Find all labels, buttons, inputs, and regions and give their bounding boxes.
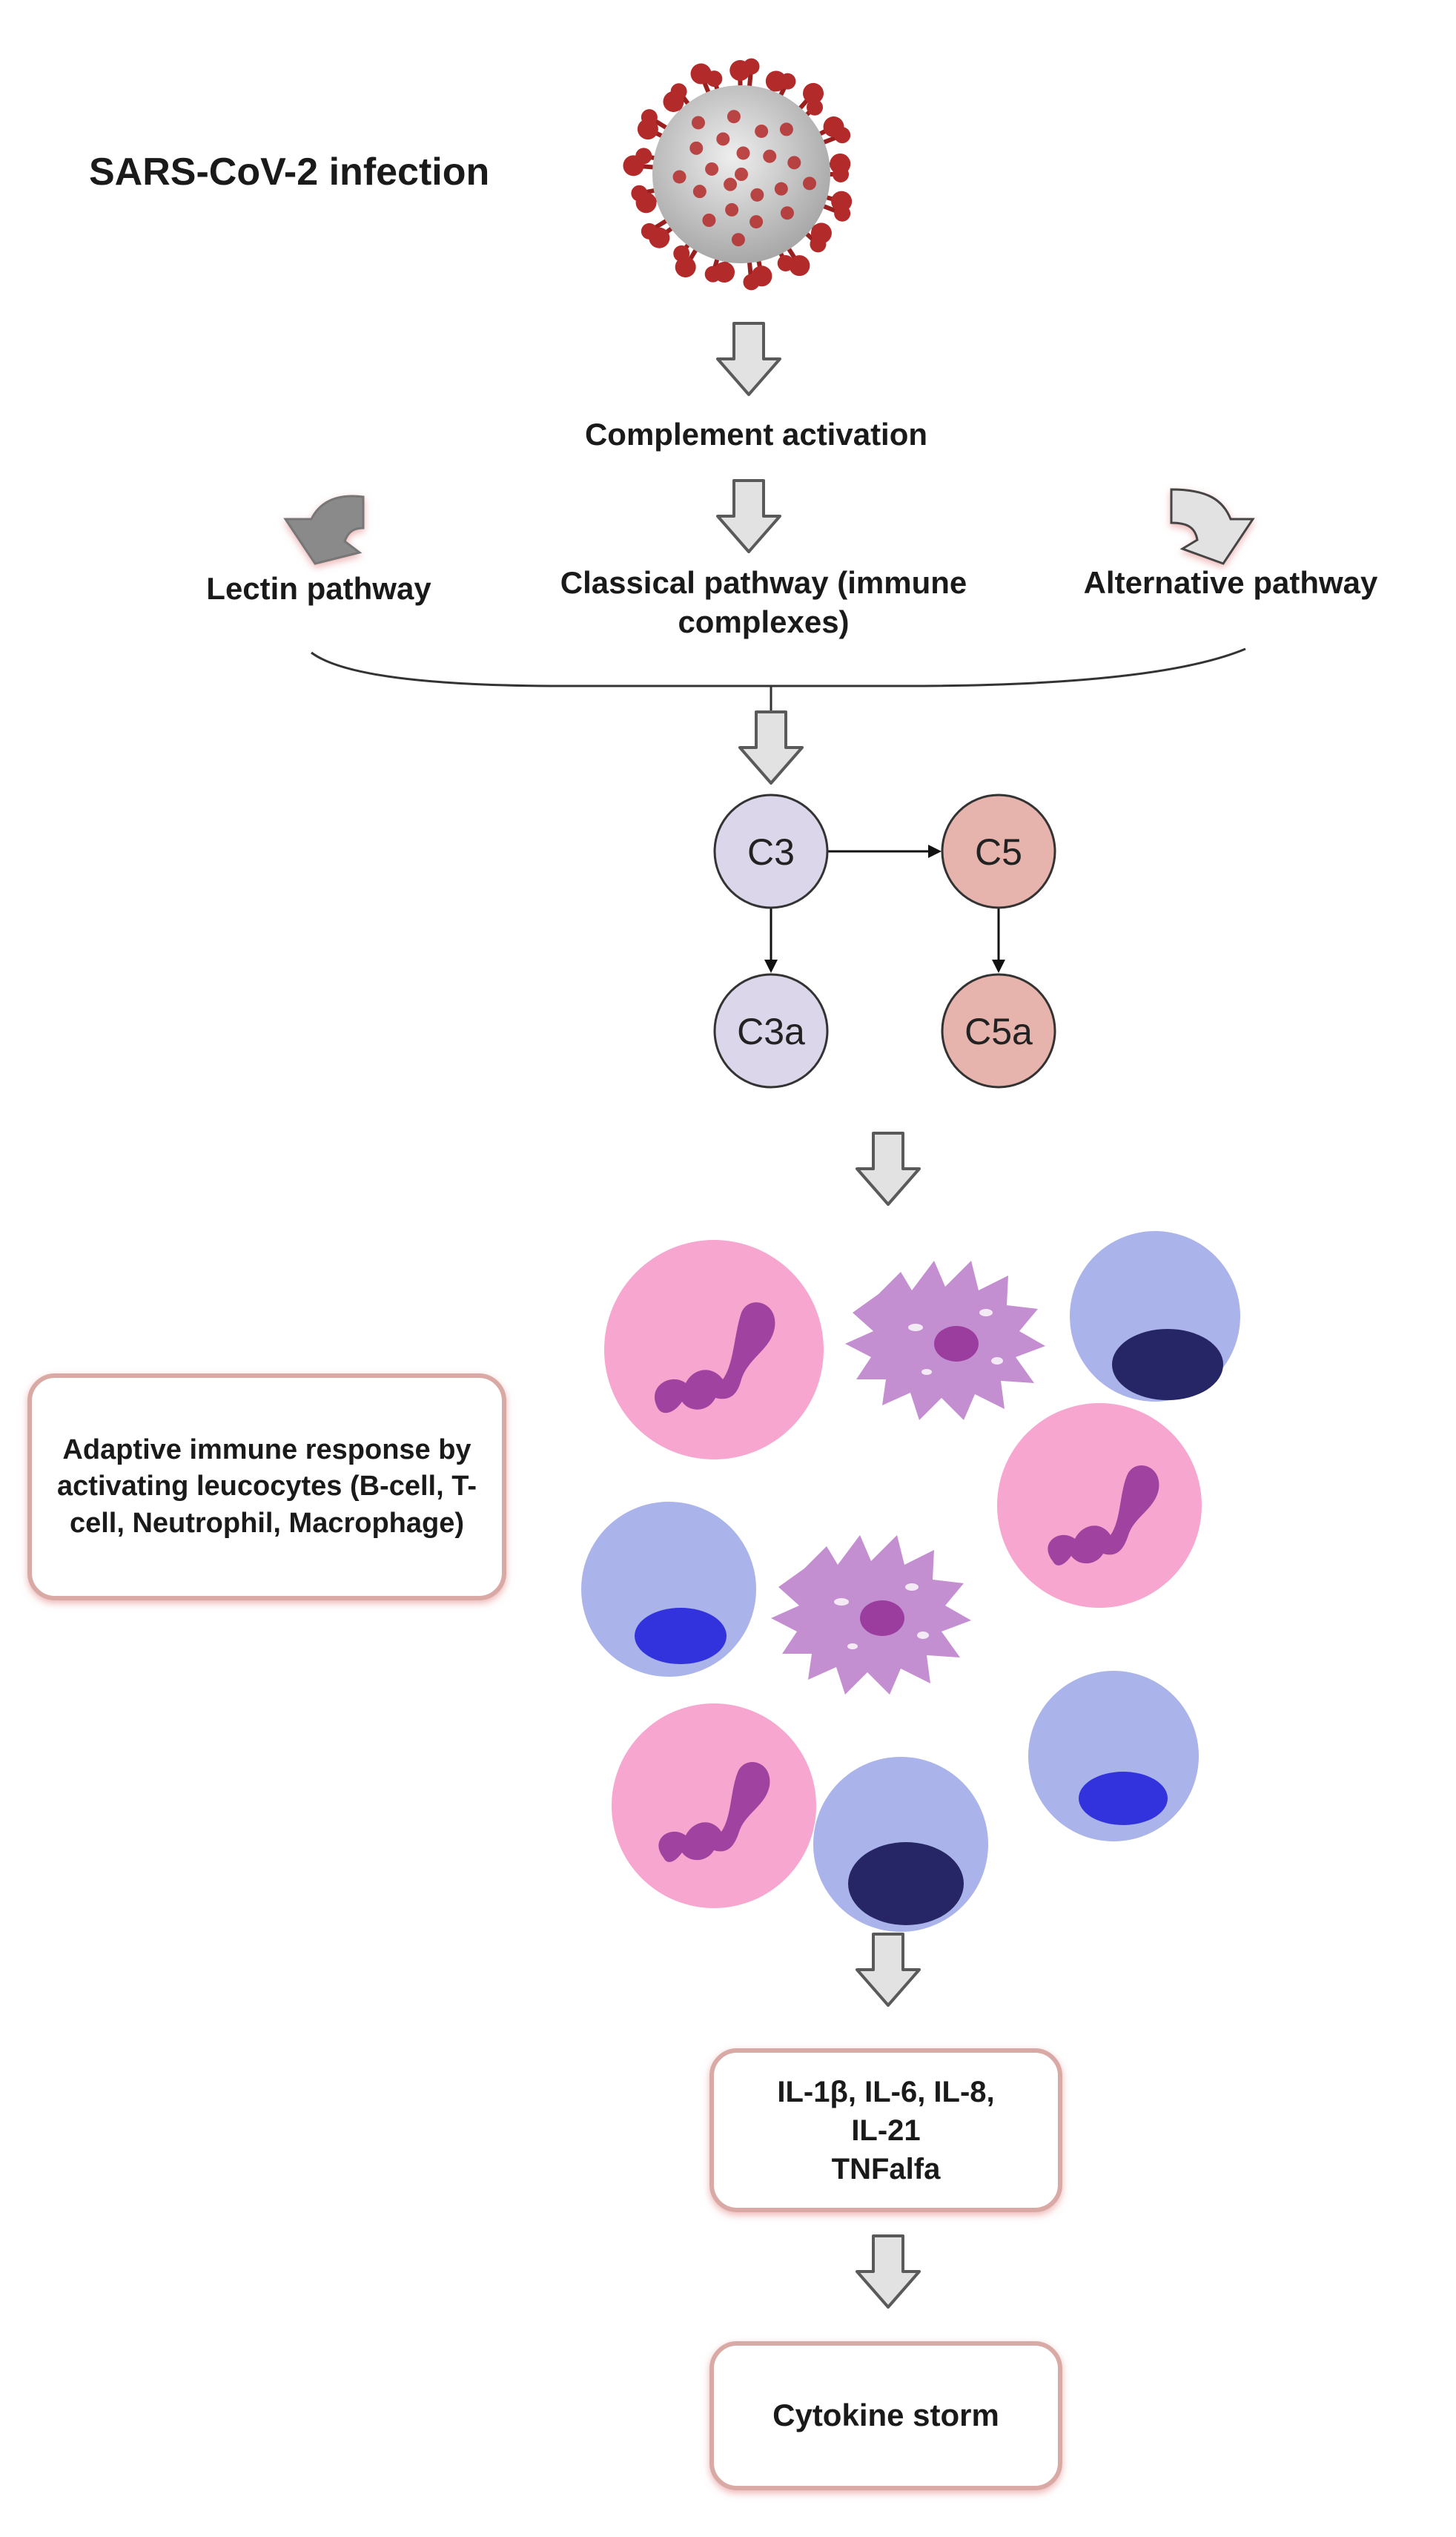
virus-surface-protein — [705, 162, 719, 176]
cytokines-box — [709, 2048, 1062, 2212]
virus-surface-protein — [689, 141, 704, 155]
arrow-to-complement — [716, 322, 781, 396]
virus-spike-head — [670, 83, 687, 100]
leucocytes-illustration — [581, 1231, 1240, 1932]
alternative-pathway-label: Alternative pathway — [1083, 565, 1378, 600]
lectin-pathway-arrow — [283, 495, 365, 565]
virus-spike-head — [706, 70, 723, 88]
lectin-pathway-label: Lectin pathway — [206, 571, 431, 606]
alternative-pathway-arrow — [1170, 488, 1255, 565]
virus-surface-protein — [727, 110, 741, 124]
node-c3: C3 — [713, 794, 829, 909]
edge-c3-c5-head — [928, 845, 942, 858]
edge-c5-c5a-head — [992, 960, 1005, 973]
virus-spike-head — [803, 82, 824, 104]
cytokines-line-2: IL-21 — [851, 2114, 921, 2147]
virus-spike-head — [635, 148, 652, 165]
virus-surface-protein — [802, 176, 816, 191]
virus-surface-protein — [736, 146, 750, 160]
virus-spike-head — [675, 257, 696, 278]
arrow-to-storm — [856, 2234, 921, 2309]
virus-spike-head — [641, 222, 658, 240]
virus-illustration — [623, 58, 853, 291]
lymphocyte-cell — [813, 1757, 988, 1932]
diagram-title: SARS-CoV-2 infection — [89, 151, 490, 194]
virus-spike-head — [807, 99, 824, 116]
virus-spike-head — [673, 245, 690, 262]
virus-spike-head — [834, 205, 851, 222]
cytokines-line-1: IL-1β, IL-6, IL-8, — [777, 2075, 995, 2108]
virus-surface-protein — [716, 132, 730, 146]
virus-surface-protein — [774, 182, 788, 196]
cytokines-line-3: TNFalfa — [831, 2152, 941, 2185]
macrophage-cell — [771, 1535, 971, 1695]
node-c3-label: C3 — [747, 831, 795, 873]
arrow-to-c3 — [738, 710, 804, 785]
cytokine-storm-box — [709, 2341, 1062, 2490]
adaptive-response-text: Adaptive immune response by activating l… — [57, 1434, 477, 1539]
arrow-to-cytokines — [856, 1933, 921, 2007]
virus-spike-head — [641, 109, 658, 126]
neutrophil-cell — [604, 1240, 824, 1459]
virus-surface-protein — [702, 213, 716, 227]
node-c5a: C5a — [941, 973, 1056, 1089]
virus-spike-head — [631, 185, 648, 202]
virus-surface-protein — [672, 170, 686, 184]
virus-surface-protein — [780, 206, 794, 220]
virus-surface-protein — [725, 202, 739, 217]
virus-spike-head — [834, 127, 851, 144]
classical-pathway-label: Classical pathway (immune complexes) — [560, 565, 967, 639]
virus-surface-protein — [787, 156, 801, 170]
virus-surface-protein — [724, 177, 738, 191]
lymphocyte-cell — [581, 1502, 756, 1677]
virus-surface-protein — [763, 149, 777, 163]
virus-spike-head — [743, 58, 760, 75]
edge-c3-c3a-head — [764, 960, 778, 973]
virus-spike-head — [704, 265, 721, 283]
node-c5a-label: C5a — [964, 1011, 1033, 1052]
virus-spike-head — [779, 73, 796, 90]
arrow-to-classical — [716, 479, 781, 553]
lymphocyte-cell — [1070, 1231, 1240, 1402]
node-c3a-label: C3a — [737, 1011, 805, 1052]
neutrophil-cell — [997, 1403, 1202, 1608]
virus-spike-head — [743, 274, 760, 291]
virus-surface-protein — [749, 215, 764, 229]
macrophage-cell — [845, 1261, 1045, 1420]
virus-surface-protein — [779, 122, 793, 136]
complement-activation-label: Complement activation — [584, 417, 928, 452]
arrow-to-leucocytes — [856, 1132, 921, 1206]
cytokine-storm-text: Cytokine storm — [772, 2398, 999, 2433]
neutrophil-cell — [612, 1703, 816, 1908]
virus-spike-head — [789, 255, 810, 277]
node-c5-label: C5 — [975, 831, 1022, 873]
virus-spike-head — [777, 254, 794, 271]
pathways-bracket — [311, 647, 1246, 687]
virus-surface-protein — [731, 233, 745, 247]
virus-surface-protein — [735, 168, 748, 181]
virus-surface-protein — [691, 116, 705, 130]
virus-spike-head — [830, 153, 851, 174]
virus-spike-head — [810, 236, 827, 253]
adaptive-response-box — [27, 1373, 506, 1600]
node-c5: C5 — [941, 794, 1056, 909]
virus-surface-protein — [755, 124, 769, 138]
lymphocyte-cell — [1028, 1671, 1199, 1841]
node-c3a: C3a — [713, 973, 829, 1089]
virus-surface-protein — [750, 188, 764, 202]
cytokines-text: IL-1β, IL-6, IL-8, IL-21 TNFalfa — [719, 2058, 1053, 2203]
virus-surface-protein — [692, 185, 707, 199]
